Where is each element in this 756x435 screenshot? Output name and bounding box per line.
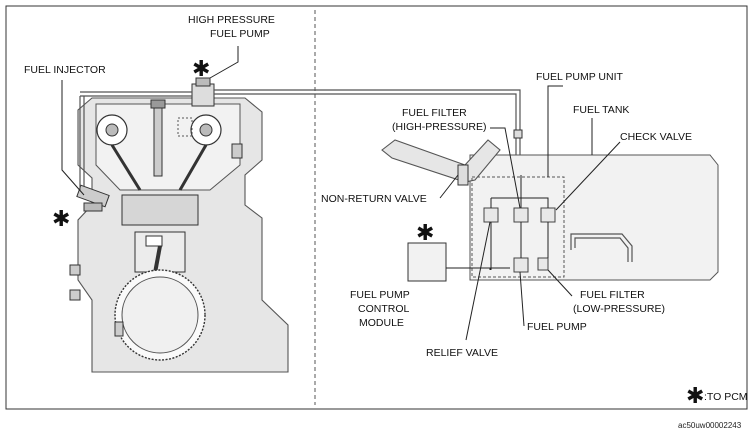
label-high-pressure-fuel-pump-line2: FUEL PUMP xyxy=(210,28,270,40)
label-fuel-tank: FUEL TANK xyxy=(573,104,629,116)
label-fuel-filter-low-line2: (LOW-PRESSURE) xyxy=(573,303,665,315)
fuel-pump-control-module-box xyxy=(407,242,447,282)
fuel-injector-part xyxy=(76,184,110,212)
pcm-star-fuel-injector: ✱ xyxy=(52,207,70,232)
label-non-return-valve: NON-RETURN VALVE xyxy=(321,193,427,205)
label-fuel-pump: FUEL PUMP xyxy=(527,321,587,333)
label-fuel-pump-unit: FUEL PUMP UNIT xyxy=(536,71,624,83)
high-pressure-fuel-pump-part xyxy=(191,77,215,107)
legend-star-icon: ✱ xyxy=(686,384,704,409)
label-fuel-injector: FUEL INJECTOR xyxy=(24,64,106,76)
fuel-pump-part xyxy=(513,257,529,273)
fuel-pump-unit-enclosure xyxy=(471,176,565,278)
pcm-star-control-module: ✱ xyxy=(416,221,434,246)
label-fuel-pump-control-module-line2: CONTROL xyxy=(358,303,409,315)
label-check-valve: CHECK VALVE xyxy=(620,131,692,143)
label-fuel-pump-control-module-line3: MODULE xyxy=(359,317,404,329)
label-fuel-filter-high-line1: FUEL FILTER xyxy=(402,107,467,119)
pcm-star-high-pressure-pump: ✱ xyxy=(192,57,210,82)
engine-cross-section xyxy=(69,97,289,373)
leader-lines xyxy=(61,46,621,341)
non-return-valve-part xyxy=(457,164,469,186)
label-fuel-filter-low-line1: FUEL FILTER xyxy=(580,289,645,301)
fuel-filter-low-part xyxy=(537,257,549,271)
legend-text: :TO PCM xyxy=(704,391,748,403)
fuel-filter-high-part xyxy=(513,207,529,223)
label-fuel-pump-control-module-line1: FUEL PUMP xyxy=(350,289,410,301)
label-fuel-filter-high-line2: (HIGH-PRESSURE) xyxy=(392,121,487,133)
check-valve-part xyxy=(540,207,556,223)
fuel-tank-part xyxy=(381,139,719,281)
figure-id: ac50uw00002243 xyxy=(678,421,742,430)
relief-valve-part xyxy=(483,207,499,223)
label-high-pressure-fuel-pump-line1: HIGH PRESSURE xyxy=(188,14,275,26)
diagram-frame xyxy=(5,5,748,410)
label-relief-valve: RELIEF VALVE xyxy=(426,347,498,359)
